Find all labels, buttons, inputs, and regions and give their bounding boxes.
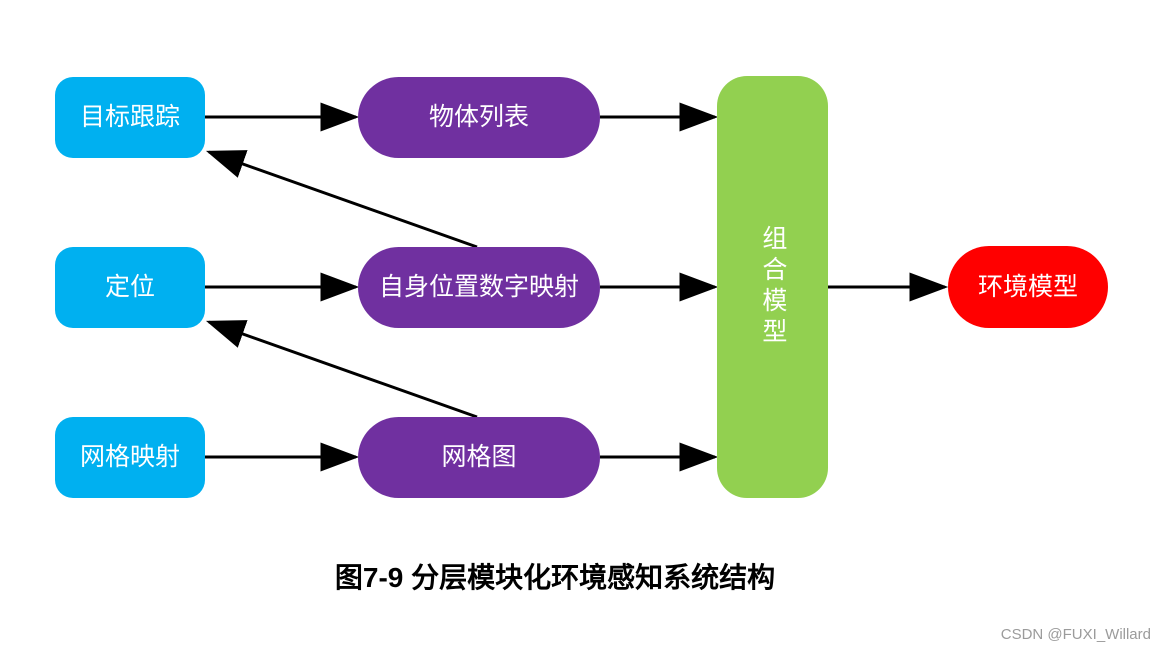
node-grid-mapping-label: 网格映射 [79,443,180,472]
node-object-list-label: 物体列表 [428,103,529,132]
node-environment-model: 环境模型 [948,246,1108,328]
node-target-tracking-label: 目标跟踪 [79,103,180,132]
node-combined-model-label: 组合模型 [758,225,787,349]
node-grid-map-label: 网格图 [441,443,517,472]
node-self-position-digital-map-label: 自身位置数字映射 [378,273,579,302]
figure-caption: 图7-9 分层模块化环境感知系统结构 [334,562,776,593]
node-grid-mapping: 网格映射 [55,417,205,498]
node-self-position-digital-map: 自身位置数字映射 [358,247,600,328]
node-grid-map: 网格图 [358,417,600,498]
node-environment-model-label: 环境模型 [977,272,1078,301]
node-localization-label: 定位 [104,273,155,302]
node-localization: 定位 [55,247,205,328]
node-object-list: 物体列表 [358,77,600,158]
node-target-tracking: 目标跟踪 [55,77,205,158]
arrow-grid-map-to-localization [205,320,478,419]
node-combined-model: 组合模型 [717,76,828,498]
arrow-self-position-map-to-target-tracking [205,150,478,249]
watermark: CSDN @FUXI_Willard [1000,626,1151,643]
